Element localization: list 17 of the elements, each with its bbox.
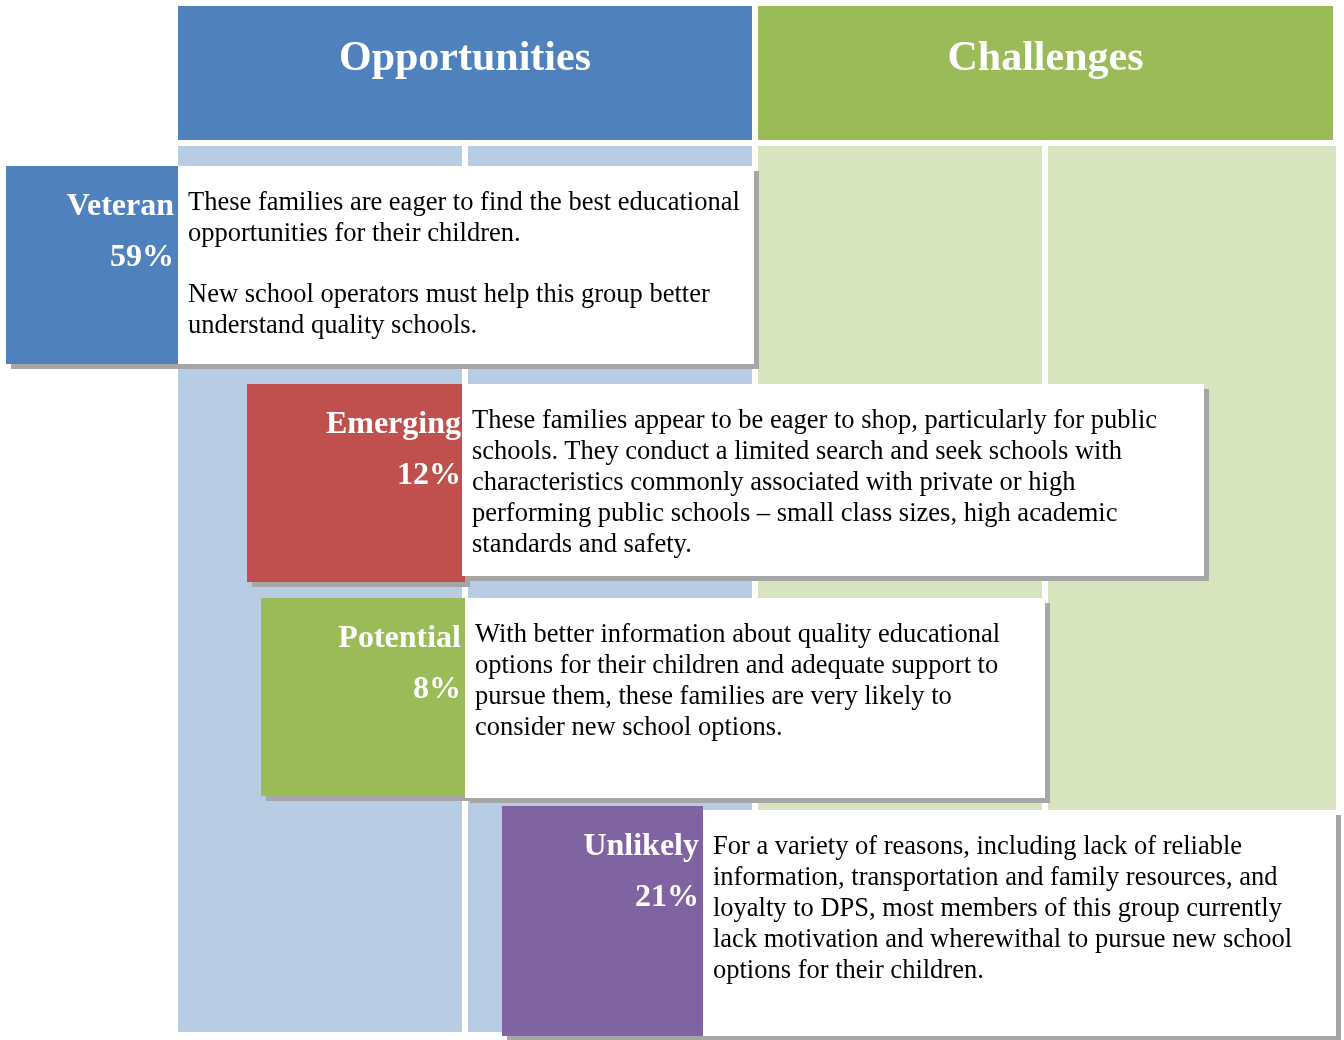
segment-label: 59% (109, 237, 174, 274)
description-text: For a variety of reasons, including lack of reliable information, transportation and family resources, and loyalty to DPS, most members of this group currently lack motivation and wherewithal to pursue new school options for their children. (713, 830, 1294, 985)
description-text: With better information about quality educational options for their children and adequate support to pursue them, these families are very likely to consider new school options. (475, 618, 1002, 742)
segment-label: 8% (412, 669, 461, 706)
header-text: Challenges (946, 32, 1145, 80)
segment-label: Unlikely (582, 826, 699, 863)
header-text: Opportunities (337, 32, 592, 80)
description-text: New school operators must help this group better understand quality schools. (188, 278, 711, 340)
segment-label: 21% (634, 877, 699, 914)
segment-label: 12% (396, 455, 461, 492)
segment-label: Emerging (324, 404, 461, 441)
column-header (758, 6, 1333, 140)
segment-label: Potential (337, 618, 461, 655)
segment-label: Veteran (65, 186, 174, 223)
description-text: These families are eager to find the best educational opportunities for their children. (188, 186, 741, 248)
description-text: These families appear to be eager to shop, particularly for public schools. They conduct a limited search and seek schools with characteristics commonly associated with private or high performing public schools – small class sizes, high academic standards and safety. (472, 404, 1159, 559)
column-header (178, 6, 752, 140)
